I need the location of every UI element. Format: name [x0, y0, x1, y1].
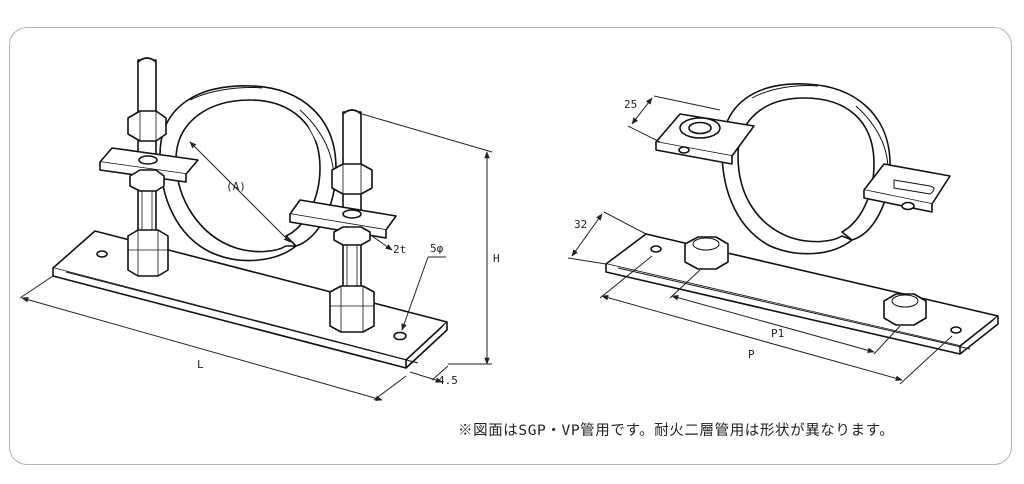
- left-nut-5: [333, 226, 371, 246]
- label-thickness: 4.5: [438, 374, 458, 387]
- label-l: L: [197, 358, 204, 371]
- left-assembly: [52, 57, 448, 369]
- right-clamp-flange-1: [655, 113, 755, 165]
- left-nut-6: [329, 285, 375, 333]
- left-nut-1: [127, 110, 167, 142]
- left-clamp-ring: [159, 85, 337, 262]
- label-h: H: [493, 252, 500, 265]
- label-hole: 5φ: [430, 242, 444, 255]
- left-nut-4: [331, 163, 373, 195]
- label-a: (A): [226, 180, 246, 193]
- label-2t: 2t: [393, 243, 406, 256]
- label-plate-width: 32: [574, 218, 587, 231]
- left-nut-2: [129, 169, 165, 192]
- right-clamp-ring: [721, 83, 891, 255]
- label-p1: P1: [771, 327, 784, 340]
- right-nut-1: [684, 236, 729, 270]
- right-dimensions: [567, 95, 953, 385]
- left-nut-3: [127, 229, 169, 277]
- left-dimensions: [19, 113, 493, 401]
- right-nut-2: [883, 293, 927, 326]
- note-text: ※図面はSGP・VP管用です。耐火二層管用は形状が異なります。: [458, 423, 895, 439]
- right-clamp-flange-2: [863, 163, 951, 213]
- label-clamp-width: 25: [624, 98, 637, 111]
- label-p: P: [748, 348, 755, 361]
- dimension-labels: (A) 2t 5φ H L 4.5 25 32 P1 P: [197, 98, 784, 387]
- drawing-frame: [9, 27, 1012, 465]
- left-rod-2: [342, 109, 362, 303]
